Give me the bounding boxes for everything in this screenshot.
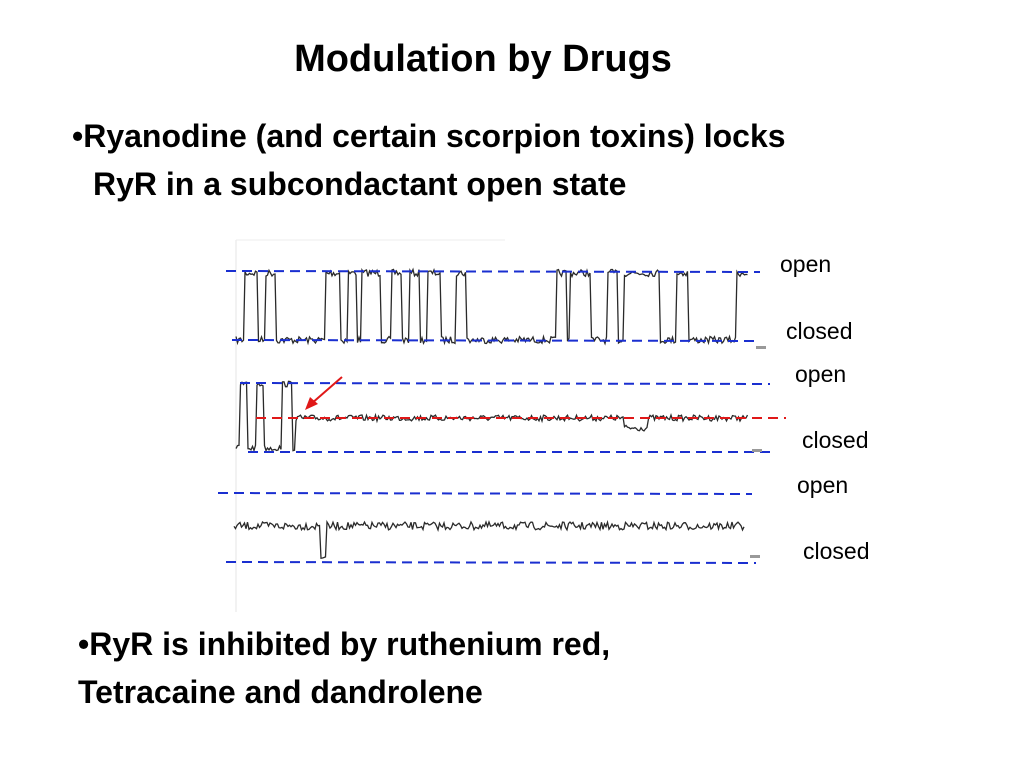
bullet-inhibitors: •RyR is inhibited by ruthenium red, Tetr… (78, 620, 610, 716)
open-level-line-2 (239, 382, 771, 385)
open-level-line-1 (225, 270, 761, 273)
closed-level-line-3 (225, 561, 757, 564)
scale-mark (752, 449, 762, 452)
current-trace-3 (233, 519, 745, 559)
scale-mark (756, 346, 766, 349)
state-label-closed-3: closed (803, 538, 870, 564)
scale-mark (750, 555, 760, 558)
closed-level-line-1 (231, 339, 759, 342)
bullet-ryanodine: •Ryanodine (and certain scorpion toxins)… (72, 112, 786, 208)
state-label-closed-1: closed (786, 318, 853, 344)
arrow-shaft (310, 376, 343, 405)
state-label-open-3: open (797, 472, 849, 498)
arrow-head (305, 397, 318, 410)
bullet-line: Tetracaine and dandrolene (78, 674, 483, 710)
current-trace-1 (235, 267, 748, 346)
current-trace-2 (235, 380, 749, 453)
bullet-line: RyR in a subcondactant open state (93, 166, 627, 202)
bullet-line: •Ryanodine (and certain scorpion toxins)… (72, 118, 786, 154)
state-label-closed-2: closed (802, 427, 869, 453)
slide-title: Modulation by Drugs (294, 38, 672, 80)
state-label-open-1: open (780, 251, 832, 277)
open-level-line-3 (217, 492, 753, 495)
bullet-line: •RyR is inhibited by ruthenium red, (78, 626, 611, 662)
state-label-open-2: open (795, 361, 847, 387)
